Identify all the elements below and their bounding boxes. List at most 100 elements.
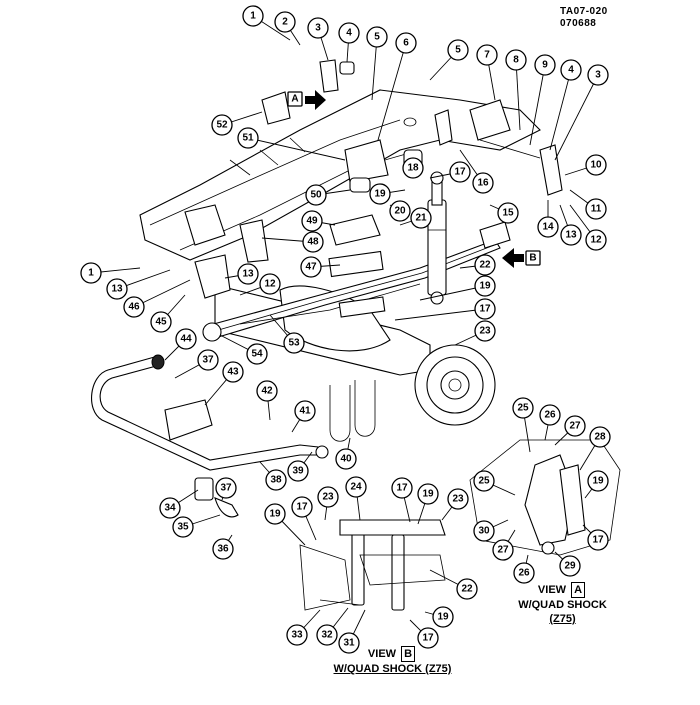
- callout-number: 1: [250, 11, 256, 22]
- callout-number: 47: [305, 262, 317, 273]
- callout-17: 17: [394, 298, 496, 321]
- callout-circle: [539, 404, 561, 426]
- view-a-caption-line2: W/QUAD SHOCK: [518, 599, 607, 611]
- callout-circle: [237, 263, 259, 285]
- callout-23: 23: [441, 488, 469, 521]
- callout-33: 33: [286, 609, 321, 646]
- callout-number: 20: [394, 206, 406, 217]
- callout-number: 8: [513, 55, 519, 66]
- callout-46: 46: [123, 279, 191, 318]
- callout-number: 40: [340, 454, 352, 465]
- callout-number: 11: [591, 204, 602, 215]
- callout-number: 13: [111, 284, 123, 295]
- callout-circle: [449, 161, 471, 183]
- callout-number: 3: [315, 23, 321, 34]
- callout-number: 13: [242, 269, 254, 280]
- callout-number: 21: [415, 213, 427, 224]
- view-b-caption-prefix: VIEW: [367, 648, 397, 660]
- callout-28: 28: [579, 426, 611, 471]
- callout-43: 43: [204, 361, 244, 406]
- callout-29: 29: [554, 551, 581, 577]
- callout-number: 10: [590, 160, 602, 171]
- callout-19: 19: [264, 503, 306, 546]
- view-a-detail: [469, 439, 621, 556]
- callout-number: 48: [307, 237, 319, 248]
- callout-circle: [150, 311, 172, 333]
- callout-number: 37: [220, 483, 232, 494]
- callout-54: 54: [219, 334, 268, 365]
- callout-number: 17: [454, 167, 466, 178]
- callout-leader: [247, 137, 346, 161]
- callout-4: 4: [338, 22, 360, 63]
- callout-50: 50: [305, 184, 351, 206]
- drawing-reference-line2: 070688: [560, 18, 597, 29]
- callout-number: 19: [592, 476, 604, 487]
- callout-leader: [394, 308, 486, 321]
- callout-number: 37: [202, 355, 214, 366]
- callout-circle: [265, 469, 287, 491]
- callout-circle: [447, 39, 469, 61]
- callout-circle: [447, 488, 469, 510]
- callout-44: 44: [164, 328, 197, 361]
- callout-circle: [473, 520, 495, 542]
- callout-19: 19: [424, 606, 454, 628]
- callout-number: 13: [565, 230, 577, 241]
- callout-number: 42: [261, 386, 273, 397]
- callout-number: 23: [322, 492, 334, 503]
- callout-number: 19: [437, 612, 449, 623]
- callout-41: 41: [291, 400, 316, 433]
- callout-20: 20: [389, 200, 411, 222]
- view-b-caption: VIEW B W/QUAD SHOCK (Z75): [300, 646, 485, 676]
- callout-37: 37: [174, 349, 219, 379]
- callout-circle: [338, 22, 360, 44]
- view-b-marker: B: [502, 248, 541, 268]
- callout-circle: [175, 328, 197, 350]
- callout-number: 25: [517, 403, 529, 414]
- callout-12: 12: [569, 204, 607, 251]
- callout-circle: [512, 397, 534, 419]
- callout-21: 21: [399, 207, 432, 229]
- callout-circle: [417, 483, 439, 505]
- callout-number: 53: [288, 338, 300, 349]
- view-b-caption-letter: B: [401, 646, 416, 662]
- callout-circle: [492, 539, 514, 561]
- callout-number: 12: [264, 279, 276, 290]
- callout-number: 50: [310, 190, 322, 201]
- callout-number: 25: [478, 476, 490, 487]
- callout-circle: [211, 114, 233, 136]
- callout-leader: [515, 59, 521, 131]
- callout-number: 26: [518, 568, 530, 579]
- view-a-caption-line1: VIEW A: [505, 582, 620, 598]
- callout-number: 14: [542, 222, 554, 233]
- callout-11: 11: [569, 189, 607, 220]
- callout-circle: [286, 624, 308, 646]
- callout-circle: [212, 538, 234, 560]
- view-b-caption-line2: W/QUAD SHOCK (Z75): [333, 663, 452, 675]
- callout-number: 4: [346, 28, 352, 39]
- callout-number: 24: [350, 482, 362, 493]
- callout-circle: [283, 332, 305, 354]
- callout-number: 17: [422, 633, 434, 644]
- callout-circle: [537, 216, 559, 238]
- callout-circle: [345, 476, 367, 498]
- callout-circle: [307, 17, 329, 39]
- callout-circle: [291, 496, 313, 518]
- drawing-reference-line1: TA07-020: [560, 6, 608, 17]
- callout-number: 5: [374, 32, 380, 43]
- callout-circle: [560, 59, 582, 81]
- callout-circle: [80, 262, 102, 284]
- callout-leader: [377, 42, 407, 141]
- shock-absorber: [427, 171, 447, 305]
- view-a-caption-line3: (Z75): [549, 613, 576, 625]
- callout-14: 14: [537, 200, 559, 238]
- callout-2: 2: [274, 11, 301, 46]
- callout-number: 31: [343, 638, 355, 649]
- callout-circle: [287, 460, 309, 482]
- callout-number: 38: [270, 475, 282, 486]
- callout-circle: [560, 224, 582, 246]
- callout-4: 4: [549, 59, 582, 151]
- callout-number: 3: [595, 70, 601, 81]
- callout-27: 27: [492, 529, 516, 561]
